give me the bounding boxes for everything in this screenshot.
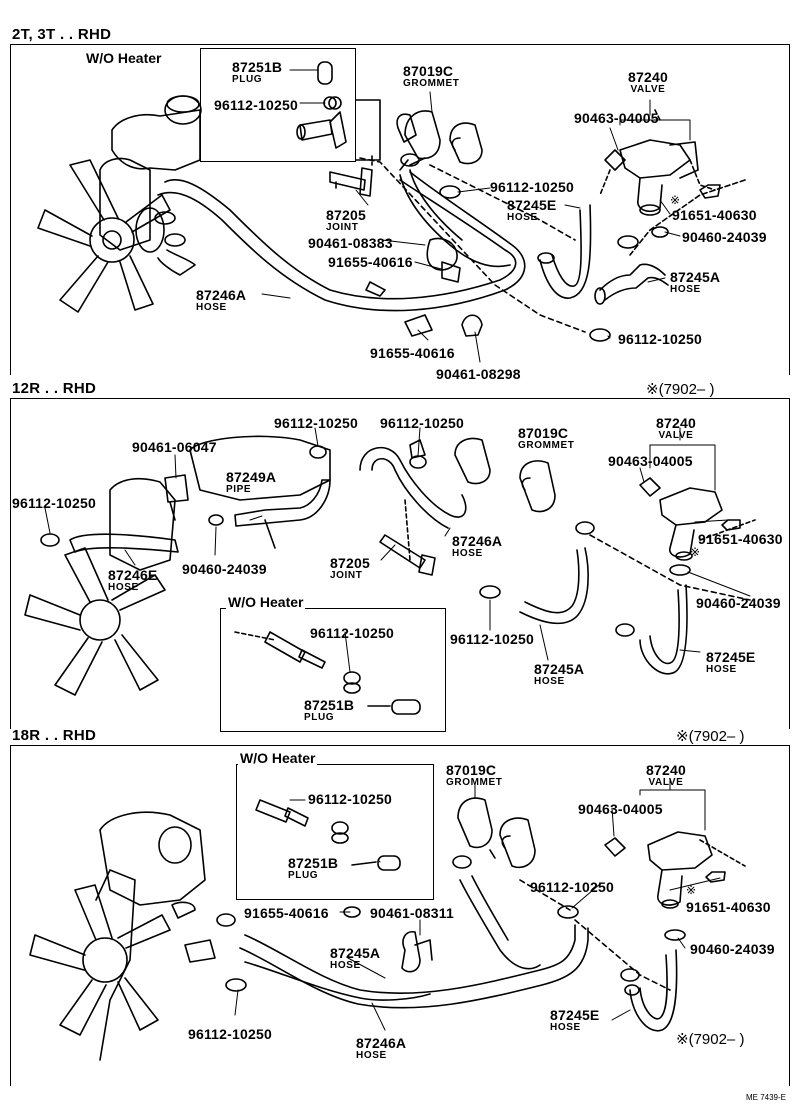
bottom-date-note-18r: ※(7902– ) — [676, 1031, 745, 1048]
engine-outline-18r — [95, 811, 206, 1061]
engine-outline-12r — [109, 435, 331, 571]
section-title-12r: 12R . . RHD — [12, 380, 97, 397]
label-96112-10250-2t3t-box: 96112-10250 — [214, 97, 298, 113]
section-date-note-18r: ※(7902– ) — [676, 728, 745, 745]
section-title-18r: 18R . . RHD — [12, 727, 97, 744]
label-96112-10250-12r-box: 96112-10250 — [310, 625, 394, 641]
label-91655-40616-2t3t-b: 91655-40616 — [370, 345, 455, 361]
label-96112-10250-12r-b: 96112-10250 — [380, 415, 464, 431]
label-91651-40630-12r: 91651-40630 — [698, 531, 783, 547]
label-96112-10250-2t3t-a: 96112-10250 — [490, 179, 574, 195]
label-91655-40616-2t3t-a: 91655-40616 — [328, 254, 413, 270]
hose-87246a-2t3t-a — [164, 179, 517, 300]
wo-heater-title-18r: W/O Heater — [238, 750, 318, 766]
label-90460-24039-2t3t: 90460-24039 — [682, 229, 767, 245]
label-90461-08383-2t3t: 90461-08383 — [308, 235, 393, 251]
label-96112-10250-12r-c: 96112-10250 — [12, 495, 96, 511]
asterisk-mark-12r: ※ — [690, 545, 701, 559]
label-90460-24039-18r: 90460-24039 — [690, 941, 775, 957]
hose-87246a-2t3t-b — [157, 171, 526, 312]
wo-heater-box-12r — [220, 608, 446, 732]
label-90460-24039-12r-b: 90460-24039 — [696, 595, 781, 611]
label-91651-40630-2t3t: 91651-40630 — [672, 207, 757, 223]
asterisk-mark-18r: ※ — [686, 883, 697, 897]
outlet-stub-2t3t — [157, 249, 196, 276]
label-96112-10250-2t3t-b: 96112-10250 — [618, 331, 702, 347]
plug-87251b-2t3t — [317, 61, 333, 85]
asterisk-mark-2t3t: ※ — [670, 193, 681, 207]
fan-2t3t — [37, 159, 171, 313]
label-90463-04005-18r: 90463-04005 — [578, 801, 663, 817]
section-frame-18r — [10, 745, 790, 1086]
label-96112-10250-12r-d: 96112-10250 — [450, 631, 534, 647]
section-date-note-12r: ※(7902– ) — [646, 381, 715, 398]
label-96112-10250-12r-a: 96112-10250 — [274, 415, 358, 431]
section-title-2t3t: 2T, 3T . . RHD — [12, 26, 112, 43]
label-90461-08298-2t3t: 90461-08298 — [436, 366, 521, 382]
label-90460-24039-12r-a: 90460-24039 — [182, 561, 267, 577]
wo-heater-title-12r: W/O Heater — [226, 594, 306, 610]
engine-outline-2t3t — [99, 95, 381, 253]
section-frame-2t3t — [10, 44, 790, 375]
label-91651-40630-18r: 91651-40630 — [686, 899, 771, 915]
section-frame-12r — [10, 398, 790, 729]
label-96112-10250-18r-box: 96112-10250 — [308, 791, 392, 807]
label-96112-10250-18r-a: 96112-10250 — [530, 879, 614, 895]
leader-lines — [44, 69, 751, 1031]
wo-heater-tag-2t3t: W/O Heater — [86, 50, 162, 66]
fan-18r — [29, 884, 171, 1036]
label-96112-10250-18r-b: 96112-10250 — [188, 1026, 272, 1042]
wo-heater-box-18r — [236, 764, 434, 900]
label-90461-08311-18r: 90461-08311 — [370, 905, 454, 921]
label-90463-04005-2t3t: 90463-04005 — [574, 110, 659, 126]
label-91655-40616-18r: 91655-40616 — [244, 905, 329, 921]
clamp-shapes-2t3t — [154, 153, 669, 342]
label-90461-06047-12r: 90461-06047 — [132, 439, 217, 455]
document-code: ME 7439-E — [745, 1093, 786, 1102]
label-90463-04005-12r: 90463-04005 — [608, 453, 693, 469]
